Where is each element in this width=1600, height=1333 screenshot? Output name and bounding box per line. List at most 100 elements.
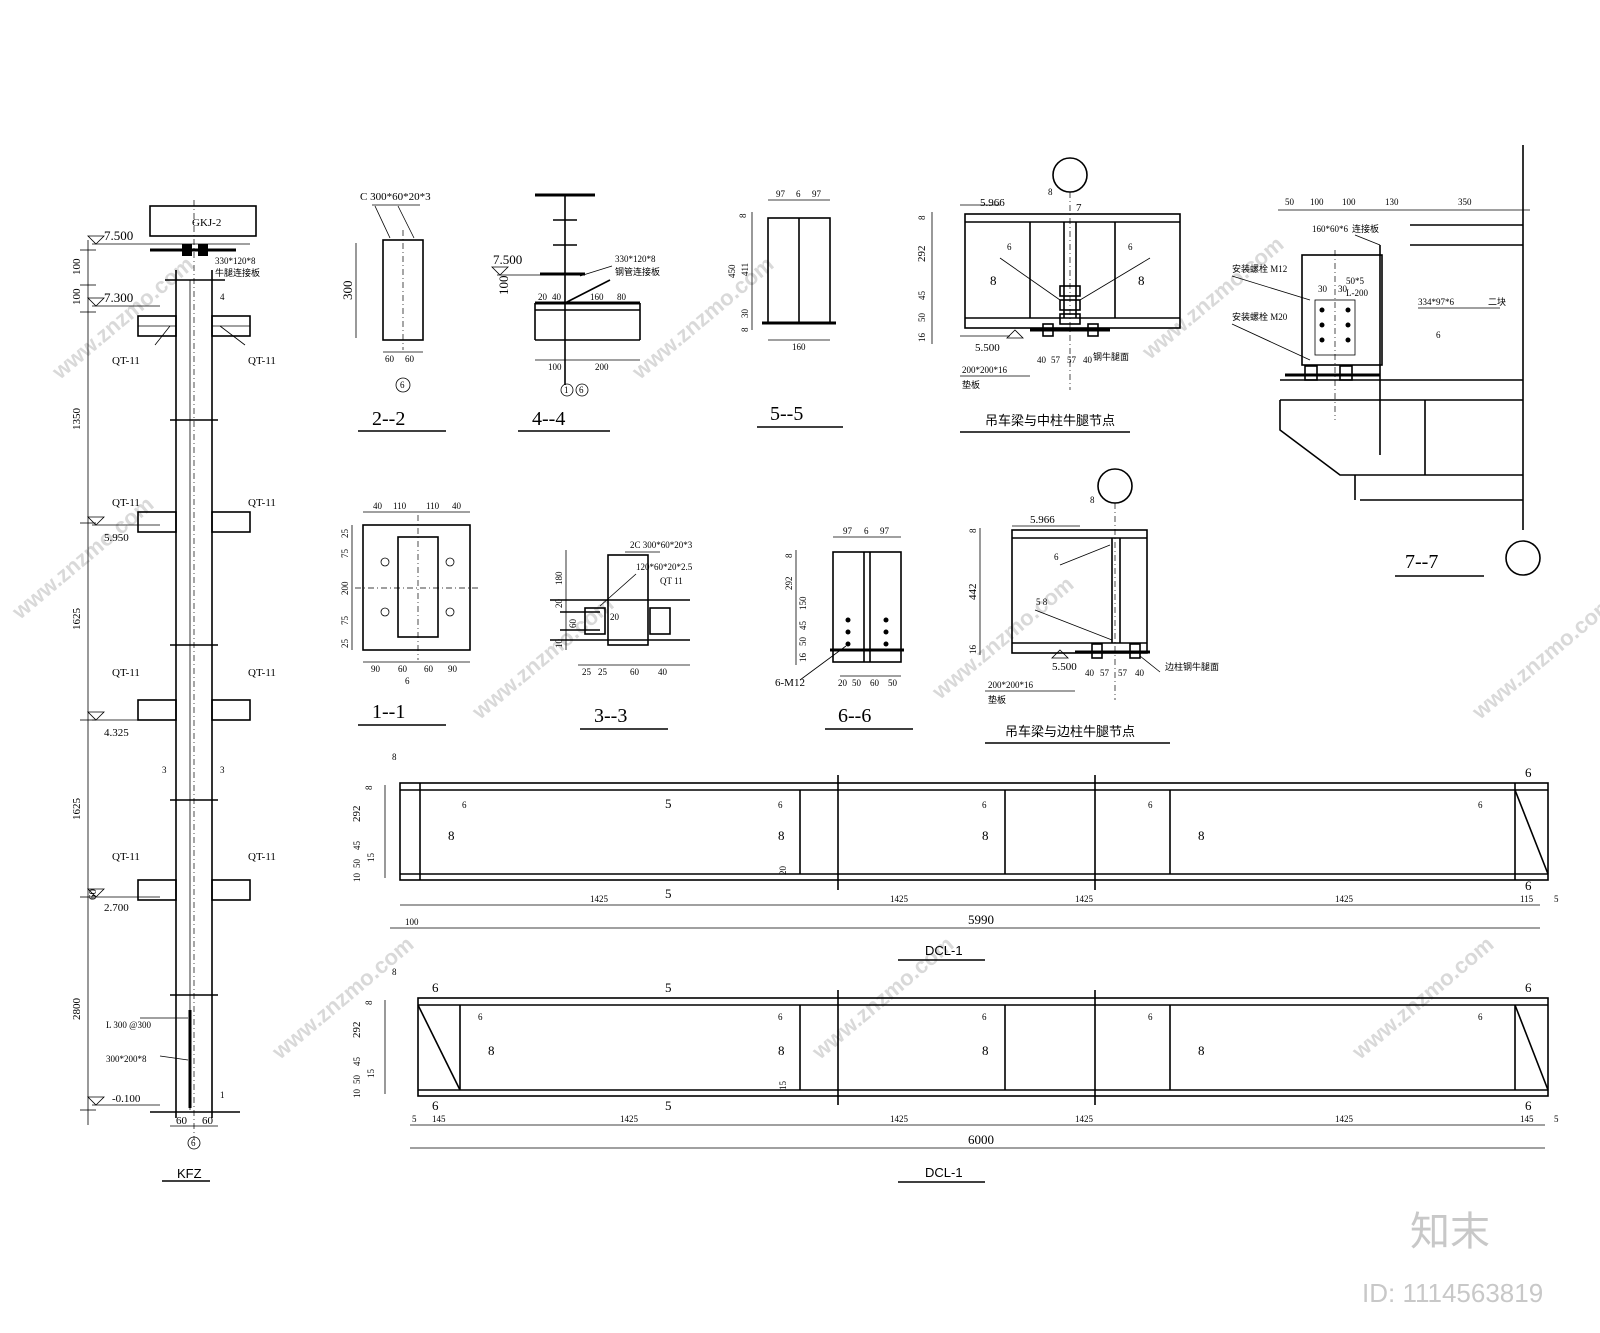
beam-span: 1425 xyxy=(620,1114,639,1124)
node-dim: 16 xyxy=(968,645,978,655)
pad-label: 垫板 xyxy=(962,379,980,390)
weld-symbol: 6 xyxy=(1478,800,1483,810)
elevation-value: 5.966 xyxy=(1030,514,1055,526)
section-dim: 50 xyxy=(888,678,898,688)
column-dim: 1625 xyxy=(71,608,83,631)
node-title: 吊车梁与边柱牛腿节点 xyxy=(1005,724,1135,739)
elev-triangle xyxy=(1051,649,1069,659)
section-title: 4--4 xyxy=(532,408,565,430)
section-dim: 50 xyxy=(852,678,862,688)
section-5-5: 97 6 97 8 450 411 30 8 160 5--5 xyxy=(727,189,843,428)
weld-symbol: 6 xyxy=(1478,1012,1483,1022)
bolt-hole xyxy=(380,607,390,617)
axis-label: 6 xyxy=(405,676,410,686)
column-dim: 100 xyxy=(71,288,83,305)
weld-symbol: 6 xyxy=(1525,878,1532,893)
section-dim: 50 xyxy=(798,637,808,647)
leader xyxy=(219,325,246,346)
section-dim: 90 xyxy=(371,664,381,674)
elevation-value: 7.300 xyxy=(104,290,133,305)
bolt-label: QT-11 xyxy=(248,851,276,863)
bolt-hole xyxy=(445,607,455,617)
beam-dim: 15 xyxy=(366,853,376,863)
bolt-group xyxy=(1314,299,1356,356)
bracket-label: 钢牛腿面 xyxy=(1093,351,1129,362)
node-dim: 50 xyxy=(917,313,927,323)
section-2-2: 300 C 300*60*20*3 60 60 6 2--2 xyxy=(340,191,446,432)
brace xyxy=(564,279,611,304)
weld-symbol: 6 xyxy=(1525,1098,1532,1113)
elevation-marker: 4.325 xyxy=(87,711,160,739)
section-dim: 20 xyxy=(554,599,564,609)
bolt xyxy=(1304,365,1318,381)
column-bubble xyxy=(1097,468,1133,504)
end-diagonal xyxy=(1514,789,1549,875)
axis-bubble xyxy=(575,383,589,397)
bracket-left xyxy=(137,315,177,901)
weld-symbol: 6 xyxy=(432,1098,439,1113)
node-dim: 40 xyxy=(1135,668,1145,678)
weld-symbol: 5 xyxy=(665,796,672,811)
leader xyxy=(1231,323,1311,361)
section-dim: 80 xyxy=(617,292,627,302)
weld-symbol: 5 xyxy=(665,980,672,995)
section-dim: 97 xyxy=(843,526,853,536)
crane-beam-dcl1-b: 5 5 6 6 6 6 6 6 6 6 6 8 8 8 8 8 8 292 45… xyxy=(351,967,1559,1183)
section-title: 1--1 xyxy=(372,701,405,723)
top-truss-label: GKJ-2 xyxy=(192,217,221,229)
weld-symbol: 6 xyxy=(1128,242,1133,252)
node-dim: 57 xyxy=(1067,355,1077,365)
plate-callout: 300*200*8 xyxy=(106,1054,147,1064)
weld-symbol: 6 xyxy=(1525,980,1532,995)
section-dim: 200 xyxy=(595,362,609,372)
section-mark: 8 xyxy=(1048,187,1053,197)
section-dim: 90 xyxy=(448,664,458,674)
node-dim: 350 xyxy=(1458,197,1472,207)
beam-span: 5 xyxy=(1554,894,1559,904)
weld-leader xyxy=(1059,544,1111,566)
beam-dim: 20 xyxy=(778,866,788,876)
anchor-bolt xyxy=(1087,323,1099,337)
node-dim: 8 xyxy=(968,528,978,533)
section-callout: 120*60*20*2.5 xyxy=(636,562,693,572)
axis-bubble xyxy=(1505,540,1541,576)
section-dim: 10 xyxy=(554,639,564,649)
elevation-value: 5.500 xyxy=(975,342,1000,354)
beam-span: 1425 xyxy=(1075,894,1094,904)
elev-triangle xyxy=(491,266,509,276)
plate-callout: 200*200*16 xyxy=(962,365,1008,375)
weld-symbol: 8 xyxy=(1090,495,1095,505)
beam-dim: 50 xyxy=(352,859,362,869)
bracket-profile xyxy=(1279,400,1523,476)
weld-symbol: 6 xyxy=(1054,552,1059,562)
weld-symbol: 8 xyxy=(982,1043,989,1058)
section-dim: 100 xyxy=(548,362,562,372)
node-dim: 30 xyxy=(1338,284,1348,294)
node-dim: 40 xyxy=(1083,355,1093,365)
weld-symbol: 6 xyxy=(982,800,987,810)
node-dim: 57 xyxy=(1100,668,1110,678)
section-title: 7--7 xyxy=(1405,551,1438,573)
beam-elevation xyxy=(964,213,1181,329)
section-mark: 4 xyxy=(220,292,225,302)
leader xyxy=(1231,275,1311,301)
section-dim: 60 xyxy=(568,619,578,629)
weld-symbol: 6 xyxy=(1436,330,1441,340)
weld-leader xyxy=(1034,609,1113,641)
beam-span: 1425 xyxy=(1335,1114,1354,1124)
weld-callout: 50*5 xyxy=(1346,276,1365,286)
bolt-hole xyxy=(1319,322,1325,328)
section-dim: 75 xyxy=(340,616,350,626)
elevation-value: 5.950 xyxy=(104,532,129,544)
bolt-hole xyxy=(1319,307,1325,313)
weld-symbol: 8 xyxy=(1138,273,1145,288)
bolt-block xyxy=(182,244,192,256)
bolt-label: QT-11 xyxy=(248,497,276,509)
section-4-4: 7.500 330*120*8 钢管连接板 100 20 40 160 80 1… xyxy=(491,193,660,432)
weld-symbol: 6 xyxy=(462,800,467,810)
weld-symbol: 6 xyxy=(982,1012,987,1022)
section-dim: 40 xyxy=(552,292,562,302)
bolt-hole xyxy=(845,629,851,635)
weld-callout: L-200 xyxy=(1346,288,1368,298)
bottom-dim: 60 xyxy=(202,1115,214,1127)
